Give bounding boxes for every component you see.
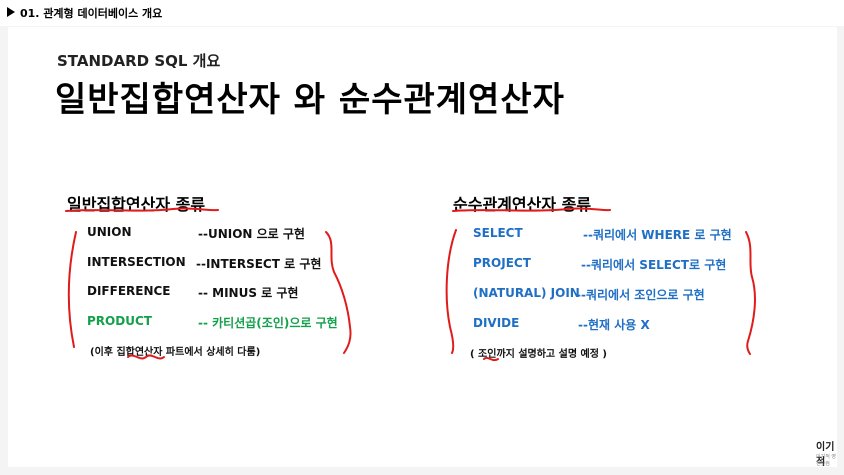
- left-row-name: PRODUCT: [87, 314, 152, 328]
- right-row-name: (NATURAL) JOIN: [473, 286, 580, 300]
- left-row-desc: --INTERSECT 로 구현: [196, 257, 322, 271]
- slide-title: 일반집합연산자 와 순수관계연산자: [55, 80, 565, 120]
- bracket-right-close: [745, 231, 756, 355]
- right-heading: 순수관계연산자 종류: [453, 195, 592, 214]
- left-row-name: DIFFERENCE: [87, 284, 171, 298]
- right-row-desc: --쿼리에서 조인으로 구현: [576, 288, 705, 302]
- brand-logo: 이기적: [816, 442, 835, 468]
- right-row-desc: --쿼리에서 WHERE 로 구현: [583, 228, 732, 242]
- bracket-left: [67, 231, 77, 348]
- top-bar: 01. 관계형 데이터베이스 개요: [0, 0, 844, 26]
- right-row-desc: --현재 사용 X: [578, 318, 650, 332]
- right-row-desc: --쿼리에서 SELECT로 구현: [581, 258, 727, 272]
- left-row-desc: -- MINUS 로 구현: [198, 286, 299, 300]
- left-note: (이후 집합연산자 파트에서 상세히 다룸): [90, 347, 261, 358]
- bracket-left-close: [325, 231, 352, 354]
- left-row-desc: -- 카티션곱(조인)으로 구현: [198, 316, 338, 330]
- right-row-name: DIVIDE: [473, 316, 520, 330]
- right-row-name: SELECT: [473, 226, 523, 240]
- left-row-name: INTERSECTION: [87, 255, 186, 269]
- left-heading: 일반집합연산자 종류: [67, 195, 206, 214]
- breadcrumb: 01. 관계형 데이터베이스 개요: [20, 7, 163, 20]
- slide-subtitle: STANDARD SQL 개요: [57, 52, 221, 70]
- left-row-desc: --UNION 으로 구현: [198, 227, 305, 241]
- play-icon[interactable]: [7, 7, 15, 17]
- left-row-name: UNION: [87, 225, 132, 239]
- bracket-right: [445, 229, 457, 354]
- slide-canvas: STANDARD SQL 개요 일반집합연산자 와 순수관계연산자 일반집합연산…: [8, 27, 837, 468]
- right-note: ( 조인까지 설명하고 설명 예정 ): [470, 349, 607, 360]
- right-row-name: PROJECT: [473, 256, 531, 270]
- brand-logo-subtext: 이기적 영진닷컴: [816, 454, 836, 467]
